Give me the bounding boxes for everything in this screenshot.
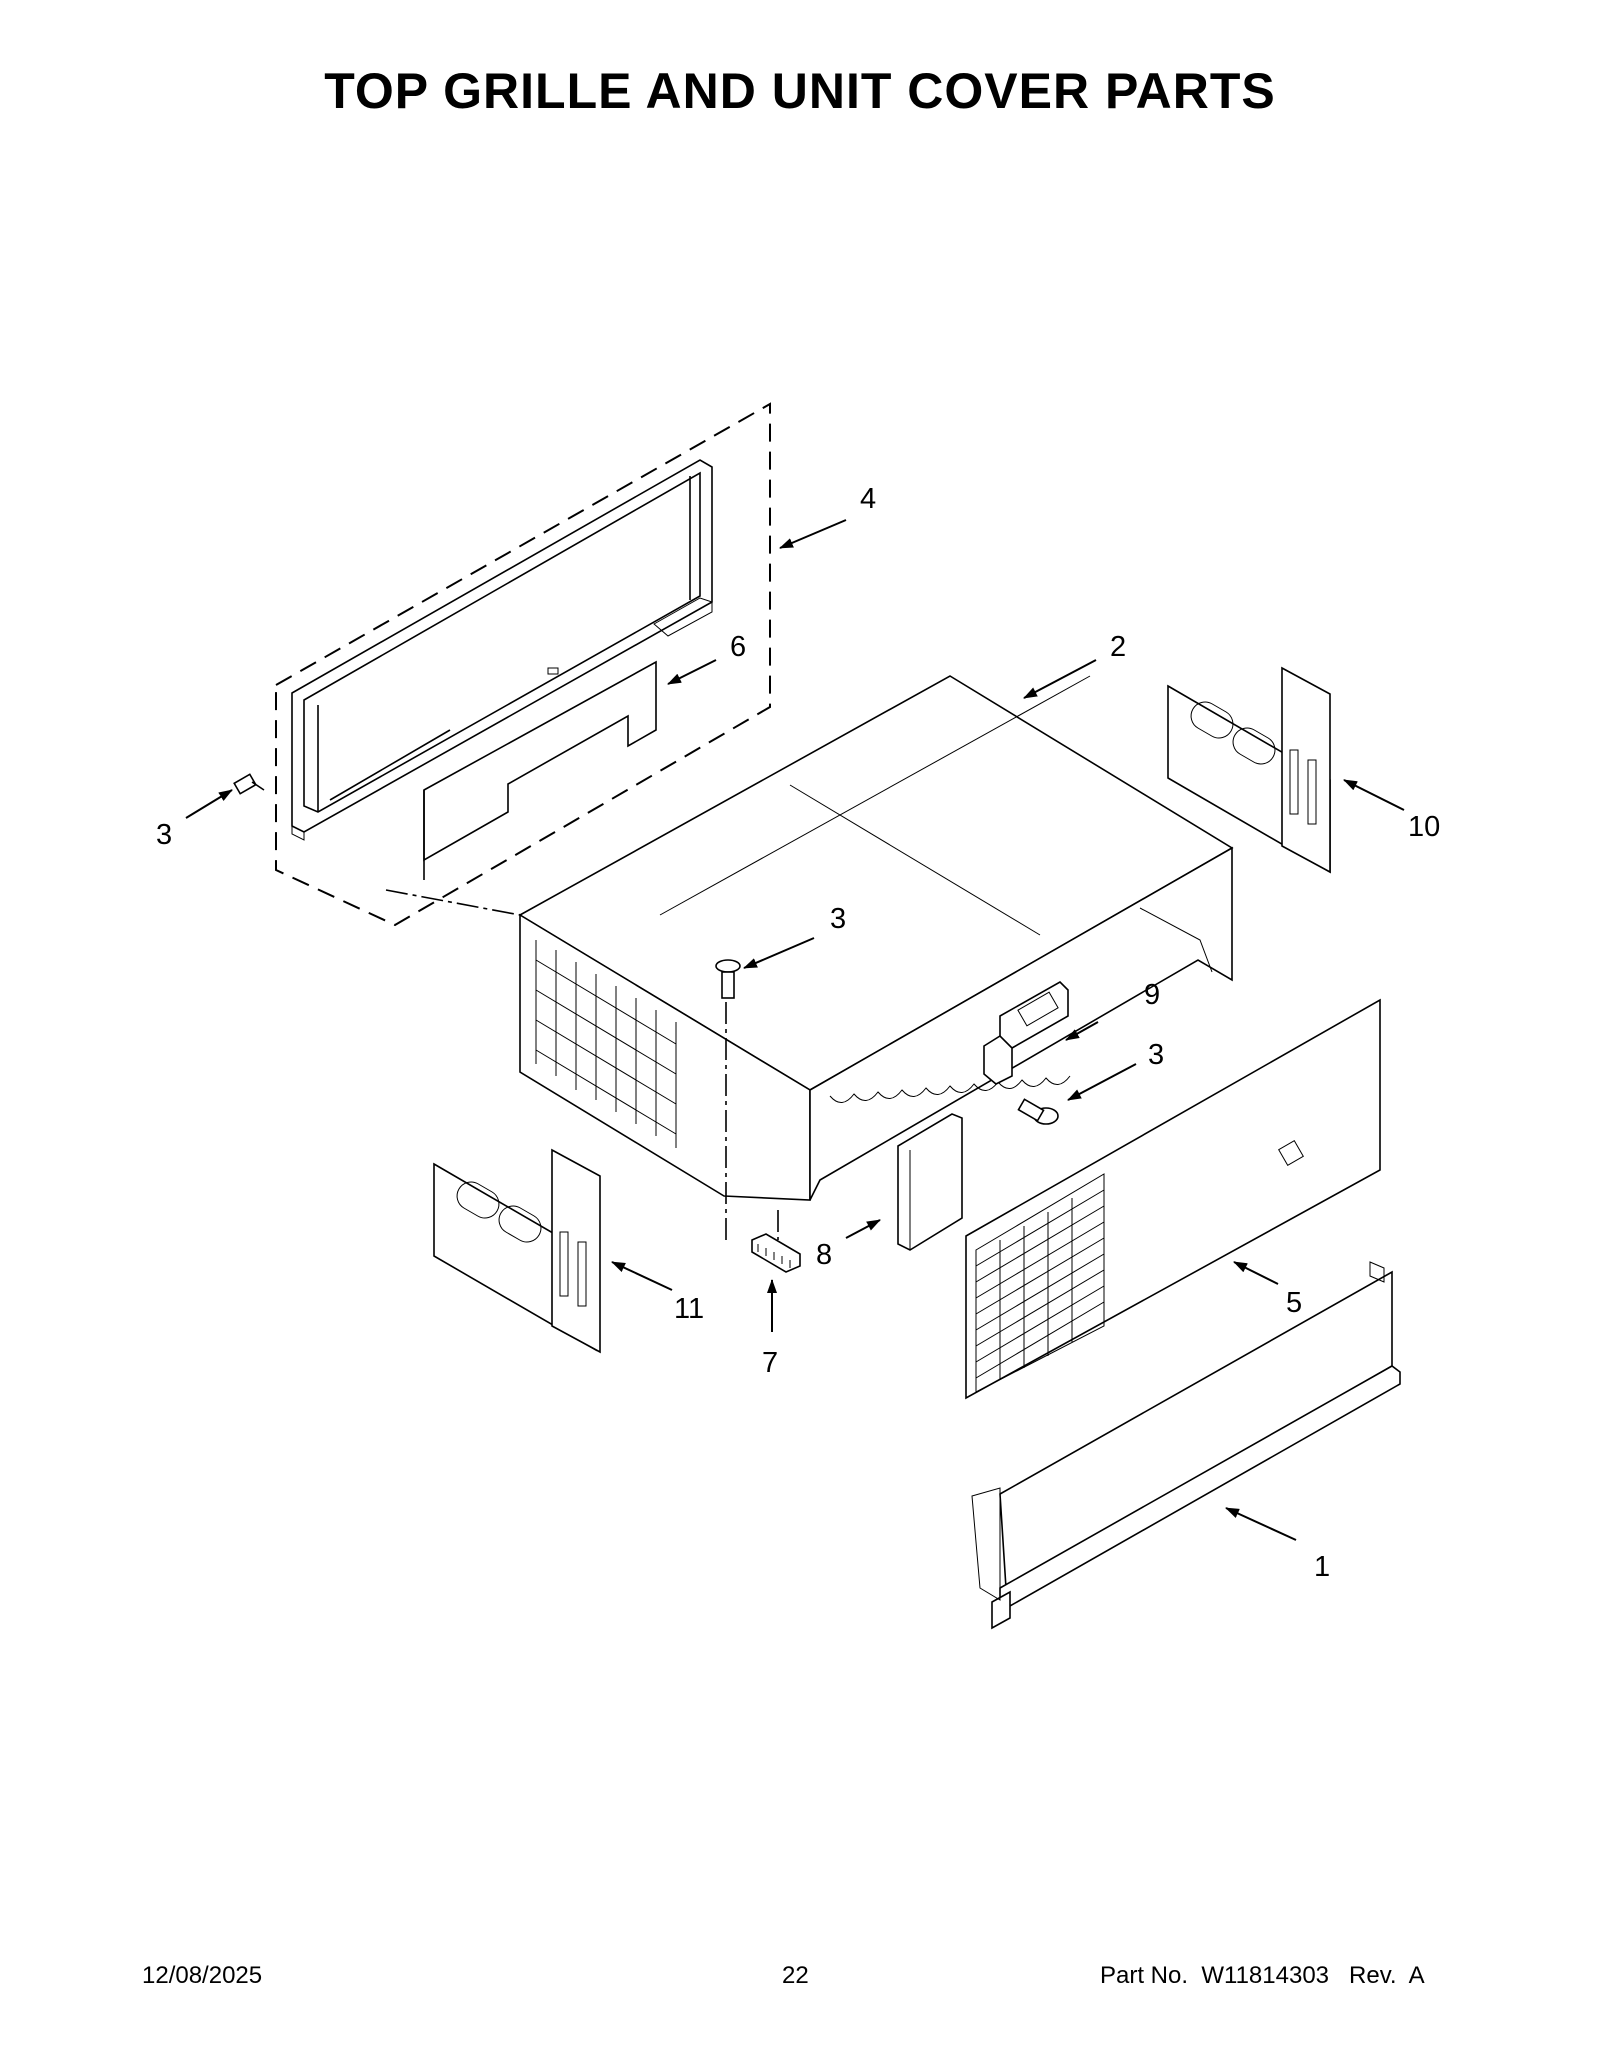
callout-3-left: 3 [156, 819, 172, 851]
callout-3-center: 3 [830, 903, 846, 935]
callout-8: 8 [816, 1239, 832, 1271]
callout-9: 9 [1144, 979, 1160, 1011]
callout-arrows [185, 519, 1405, 1541]
callout-1: 1 [1314, 1551, 1330, 1583]
part-3-screw-right [1017, 1098, 1059, 1125]
unit-cover-louvres [535, 940, 677, 1148]
callout-11: 11 [674, 1293, 704, 1325]
part-3-screw-left [233, 773, 265, 795]
part-5-grille-panel [965, 998, 1381, 1400]
footer-date: 12/08/2025 [142, 1962, 263, 1989]
footer-part-number: Part No. W11814303 Rev. A [1100, 1962, 1425, 1989]
callout-5: 5 [1286, 1287, 1302, 1319]
callout-labels: 4 6 2 10 3 3 9 3 8 11 7 5 1 [156, 483, 1440, 1583]
part-3-screw-center [715, 959, 741, 999]
callout-10: 10 [1408, 811, 1440, 843]
callout-4: 4 [860, 483, 876, 515]
page-title: TOP GRILLE AND UNIT COVER PARTS [324, 63, 1276, 119]
part-7-small-part [751, 1233, 801, 1273]
part-10-right-bracket [1167, 666, 1331, 874]
callout-3-right: 3 [1148, 1039, 1164, 1071]
part-6-baffle-panel [423, 660, 657, 880]
callout-6: 6 [730, 631, 746, 663]
part-1-top-grille-strip [971, 1261, 1401, 1630]
part-11-left-bracket [433, 1148, 601, 1354]
footer-page-number: 22 [782, 1962, 809, 1989]
part-8-small-panel [897, 1113, 963, 1251]
callout-2: 2 [1110, 631, 1126, 663]
part-4-grille-frame [275, 402, 771, 927]
part-9-clip [983, 981, 1069, 1085]
callout-7: 7 [762, 1347, 778, 1379]
